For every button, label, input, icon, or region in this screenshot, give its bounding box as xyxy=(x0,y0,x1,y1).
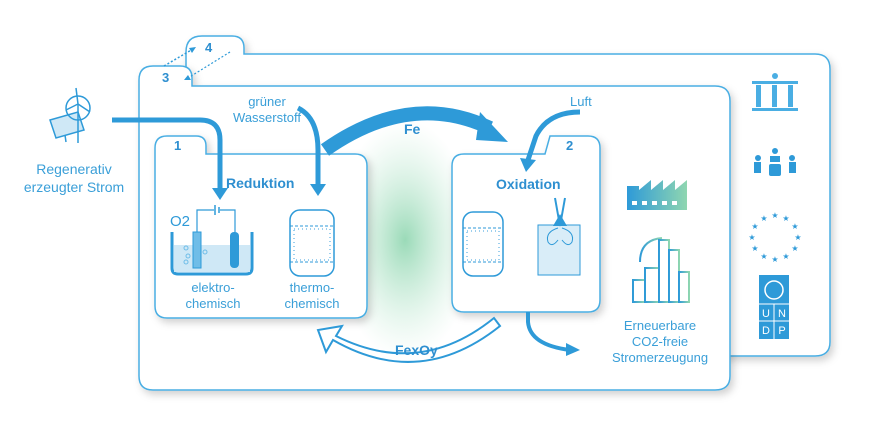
thermochemical-line1: thermo- xyxy=(289,280,335,295)
solar-wind-icon xyxy=(49,87,91,143)
fe-flow-label: Fe xyxy=(404,121,421,137)
thermochemical-label: thermo- chemisch xyxy=(267,280,357,312)
output-label: Erneuerbare CO2-freie Stromerzeugung xyxy=(600,318,720,366)
svg-text:★: ★ xyxy=(794,233,801,242)
output-label-line3: Stromerzeugung xyxy=(611,350,709,365)
panel-4-number[interactable]: 4 xyxy=(205,40,213,55)
svg-text:★: ★ xyxy=(751,222,758,231)
undp-logo-icon: U N D P xyxy=(759,275,789,339)
thermochemical-line2: chemisch xyxy=(284,296,340,311)
fexoy-flow-label: FexOy xyxy=(395,342,438,358)
source-label-line2: erzeugter Strom xyxy=(23,179,125,195)
o2-label: O2 xyxy=(170,213,191,230)
svg-text:★: ★ xyxy=(791,244,798,253)
institution-icon xyxy=(752,73,798,111)
svg-text:N: N xyxy=(778,308,786,320)
electrochemical-line1: elektro- xyxy=(191,280,235,295)
oxidation-title: Oxidation xyxy=(496,176,561,192)
panel-2-number: 2 xyxy=(566,138,574,153)
svg-text:★: ★ xyxy=(760,214,767,223)
factory-icon xyxy=(627,180,687,210)
svg-text:P: P xyxy=(778,325,785,337)
city-icon xyxy=(632,237,690,303)
svg-text:U: U xyxy=(762,308,770,320)
electrolysis-cell-icon xyxy=(170,205,254,276)
output-label-line1: Erneuerbare xyxy=(623,318,697,333)
panel-1-number: 1 xyxy=(174,138,182,153)
svg-text:D: D xyxy=(762,325,770,337)
reduction-title: Reduktion xyxy=(226,175,295,191)
output-label-line2: CO2-freie xyxy=(631,334,689,349)
reactor-icon xyxy=(289,209,335,277)
electrochemical-line2: chemisch xyxy=(185,296,241,311)
electrochemical-label: elektro- chemisch xyxy=(168,280,258,312)
hydrogen-label-line2: Wasserstoff xyxy=(233,110,301,125)
svg-text:★: ★ xyxy=(748,233,755,242)
air-label: Luft xyxy=(570,94,592,109)
svg-text:★: ★ xyxy=(760,252,767,261)
svg-text:★: ★ xyxy=(791,222,798,231)
source-label-line1: Regenerativ xyxy=(36,161,112,177)
svg-text:★: ★ xyxy=(782,214,789,223)
hydrogen-label: grüner Wasserstoff xyxy=(222,94,312,126)
eu-stars-icon: ★★★★ ★★★★ ★★★★ xyxy=(748,211,801,264)
svg-text:★: ★ xyxy=(771,255,778,264)
svg-text:★: ★ xyxy=(771,211,778,220)
burner-icon xyxy=(537,197,581,276)
panel-3-number[interactable]: 3 xyxy=(162,70,170,85)
svg-text:★: ★ xyxy=(782,252,789,261)
meeting-icon xyxy=(754,148,796,176)
hydrogen-label-line1: grüner xyxy=(248,94,286,109)
svg-text:★: ★ xyxy=(751,244,758,253)
reactor-icon xyxy=(462,211,504,277)
source-label: Regenerativ erzeugter Strom xyxy=(4,160,144,196)
